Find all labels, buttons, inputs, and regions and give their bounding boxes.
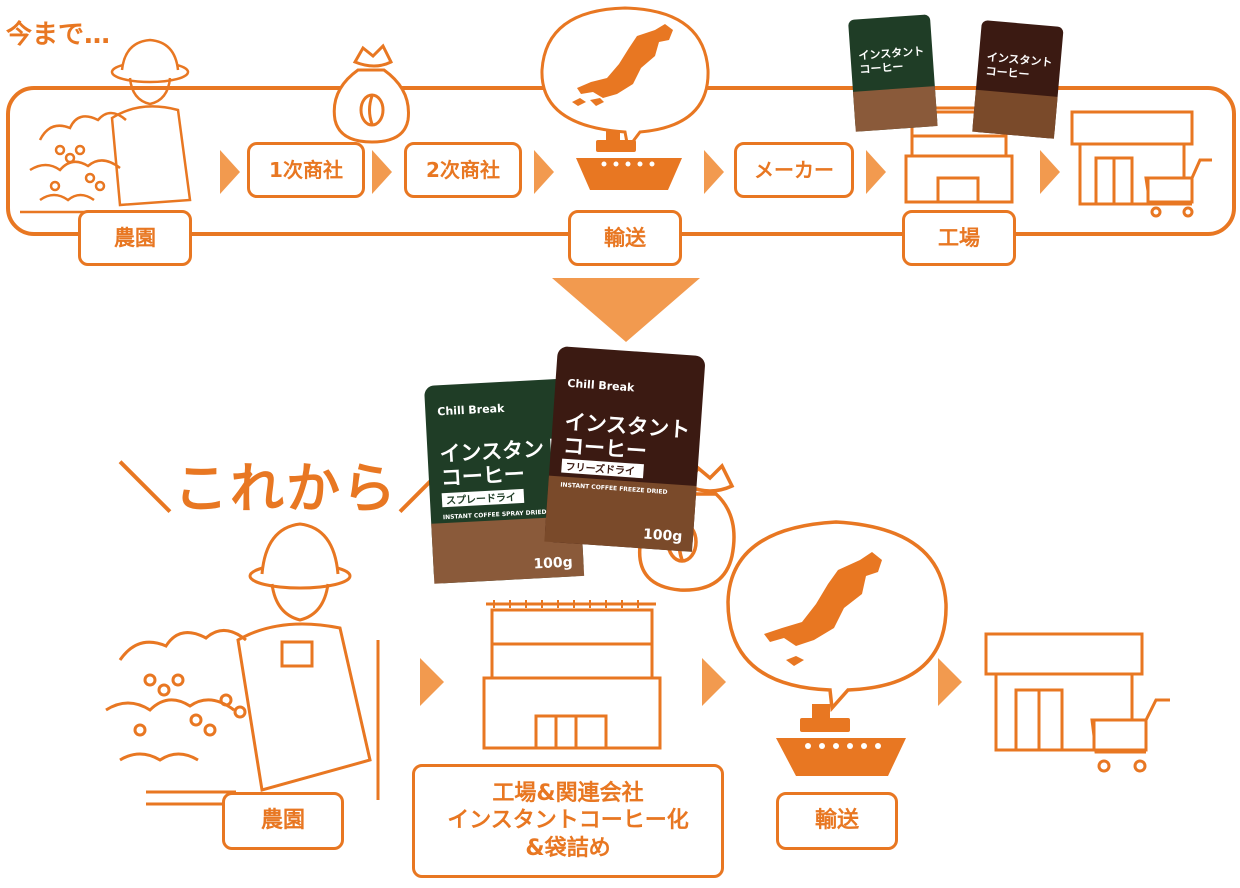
arrow-c (938, 658, 962, 706)
store-large-icon (984, 632, 1144, 752)
arrow-1 (220, 150, 240, 194)
spray-dried-package: Chill Break インスタント コーヒー スプレードライ INSTANT … (424, 378, 585, 584)
brand-label: Chill Break (437, 402, 505, 419)
farmer-icon (20, 38, 192, 214)
transition-arrow (552, 278, 700, 342)
freeze-title-2: コーヒー (562, 434, 647, 464)
ship-icon (576, 130, 682, 190)
after-transport-label: 輸送 (776, 792, 898, 850)
after-heading: ＼これから／ (118, 457, 454, 520)
arrow-6 (1040, 150, 1060, 194)
manufacturer-box: メーカー (734, 142, 854, 198)
spray-weight: 100g (533, 554, 573, 572)
after-flow-arrows (420, 658, 962, 706)
primary-trader-box: 1次商社 (247, 142, 365, 198)
store-icon (1070, 110, 1194, 206)
before-flow-arrows (220, 150, 1060, 194)
factory-large-icon (482, 600, 662, 750)
ship-large-icon (776, 704, 906, 776)
svg-text:コーヒー: コーヒー (985, 65, 1030, 82)
japan-bubble-large-icon (726, 520, 948, 713)
factory-line-2: インスタントコーヒー化 (447, 808, 689, 834)
coffee-bag-icon (332, 43, 410, 144)
after-farm-label: 農園 (222, 792, 344, 850)
arrow-4 (704, 150, 724, 194)
arrow-5 (866, 150, 886, 194)
cart-icon (1144, 158, 1212, 218)
cart-large-icon (1090, 698, 1170, 773)
svg-text:コーヒー: コーヒー (859, 60, 904, 76)
brand-label-2: Chill Break (567, 377, 635, 395)
farmer-large-icon (105, 522, 380, 806)
factory-line-1: 工場&関連会社 (492, 780, 644, 806)
arrow-a (420, 658, 444, 706)
before-factory-label: 工場 (902, 210, 1016, 266)
before-transport-label: 輸送 (568, 210, 682, 266)
arrow-b (702, 658, 726, 706)
freeze-dried-package: Chill Break インスタント コーヒー フリーズドライ INSTANT … (544, 346, 705, 552)
svg-text:インスタント: インスタント (986, 51, 1053, 70)
spray-title-2: コーヒー (440, 462, 525, 490)
secondary-trader-box: 2次商社 (404, 142, 522, 198)
after-factory-label: 工場&関連会社 インスタントコーヒー化 &袋詰め (412, 764, 724, 878)
small-freeze-package: インスタント コーヒー (972, 20, 1064, 139)
spray-sub: スプレードライ (446, 490, 517, 507)
svg-text:インスタント: インスタント (858, 45, 925, 63)
small-spray-package: インスタント コーヒー (848, 14, 938, 132)
factory-line-3: &袋詰め (525, 835, 611, 861)
before-farm-label: 農園 (78, 210, 192, 266)
japan-bubble-icon (540, 6, 710, 152)
arrow-2 (372, 150, 392, 194)
before-heading: 今まで… (6, 20, 111, 50)
arrow-3 (534, 150, 554, 194)
freeze-weight: 100g (643, 526, 683, 545)
